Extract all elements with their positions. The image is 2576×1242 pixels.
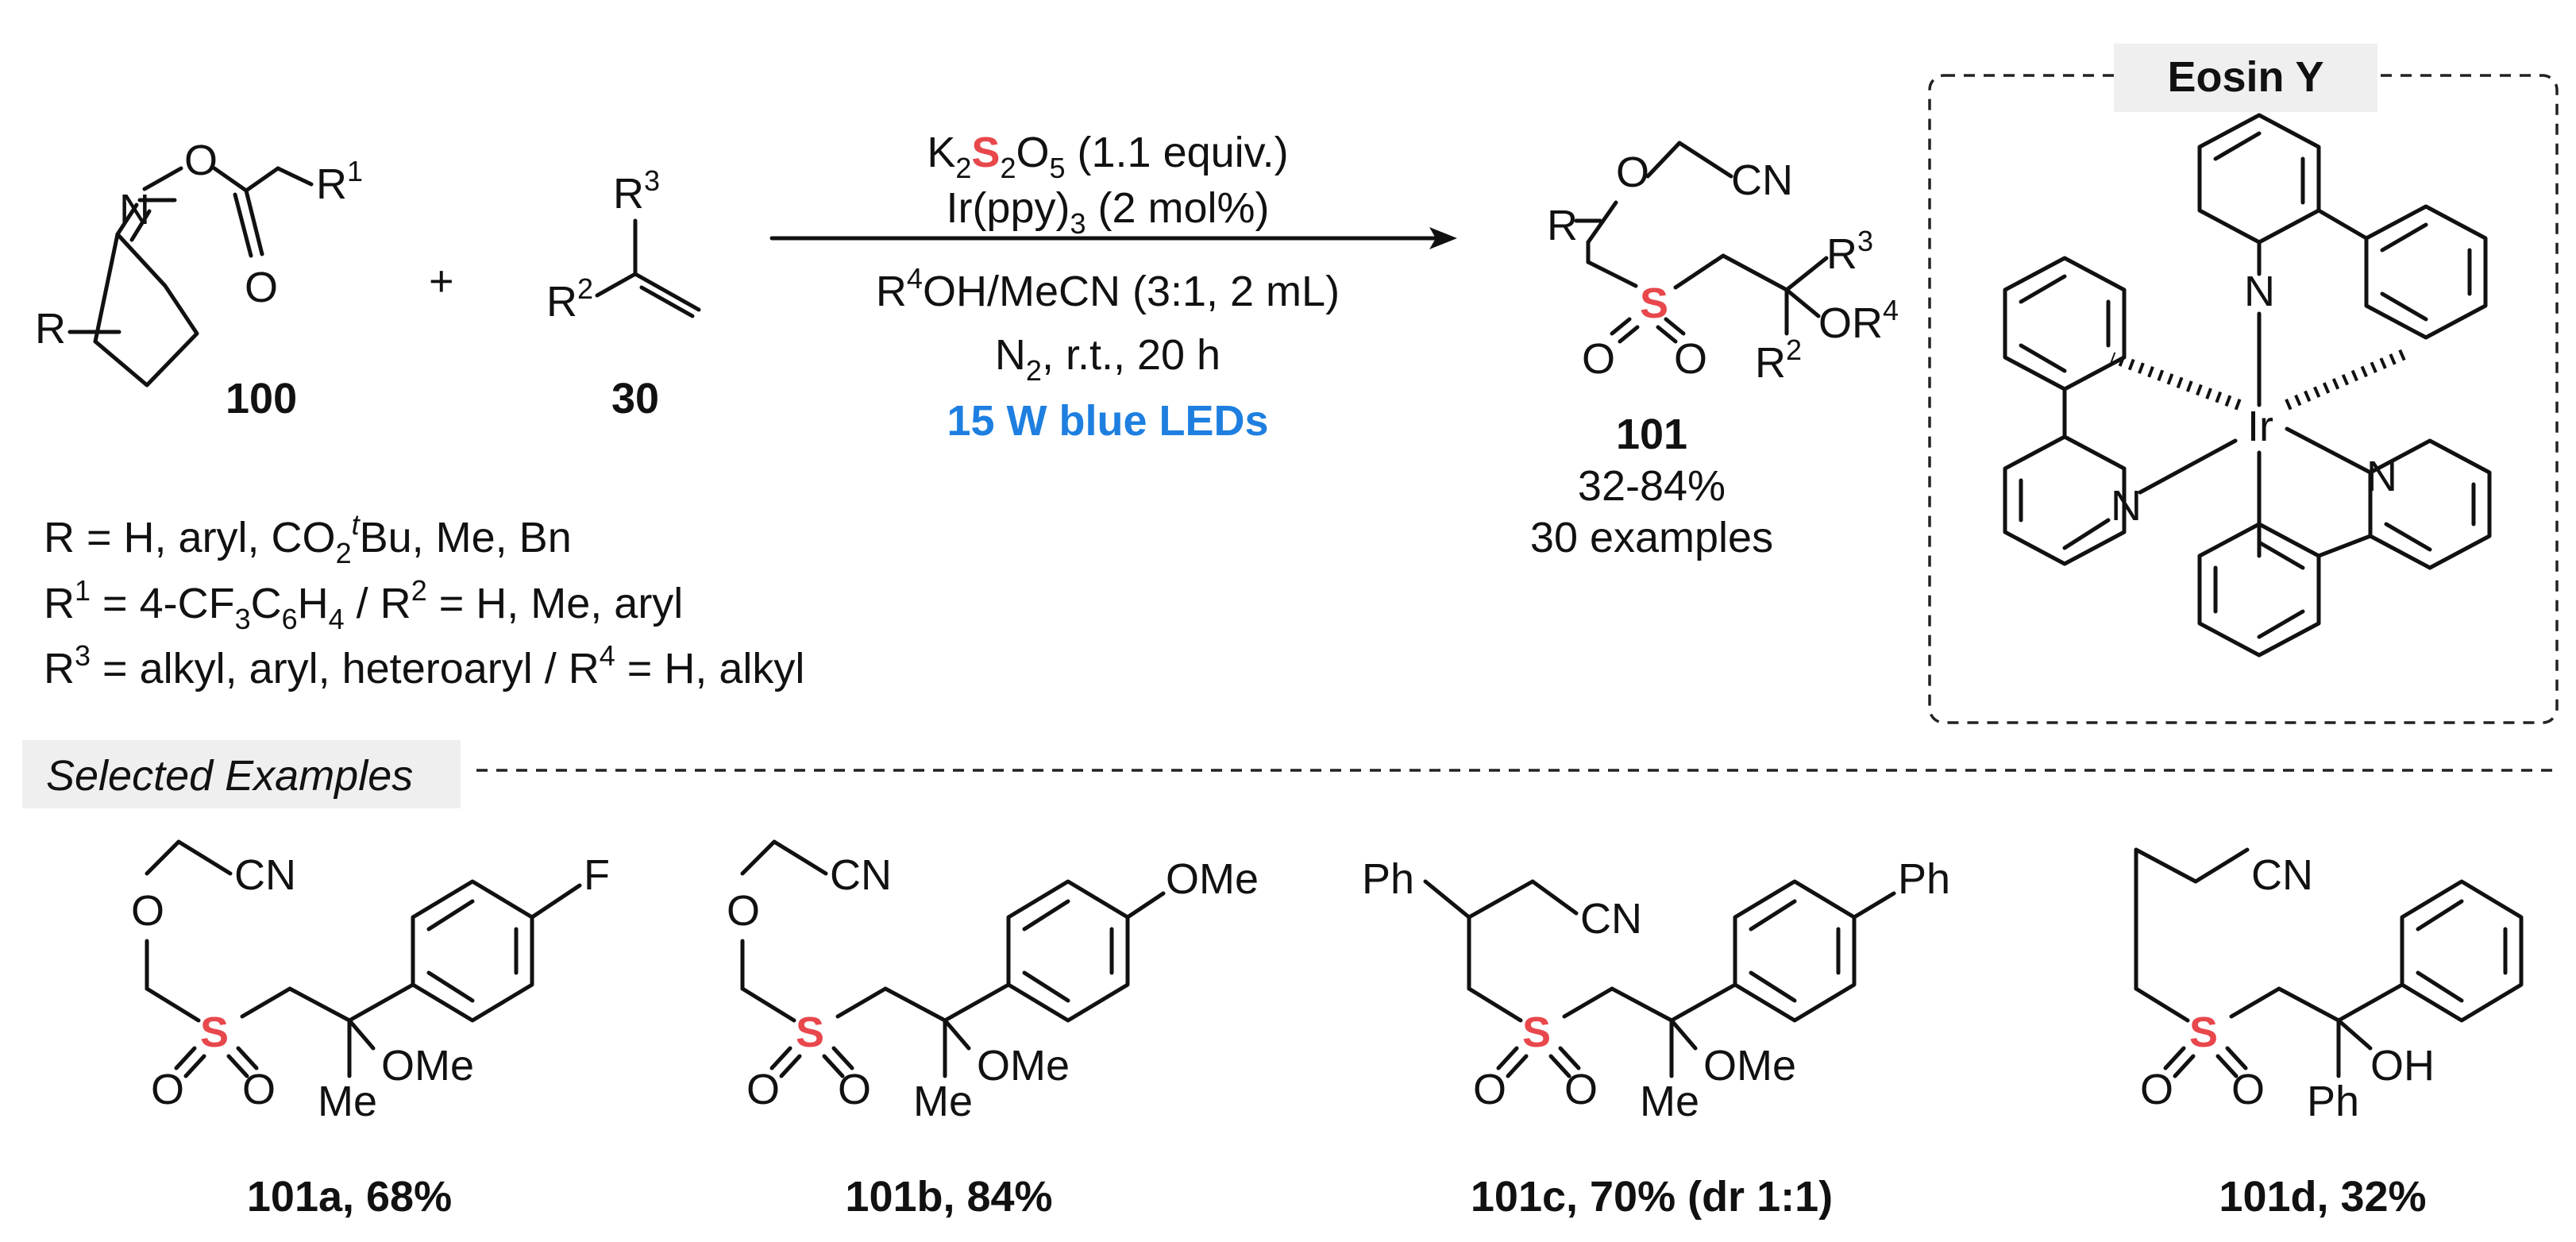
ex-b-S: S — [796, 1009, 824, 1056]
condition-light: 15 W blue LEDs — [947, 397, 1268, 445]
R1-label: R1 — [316, 155, 363, 208]
reactant-30-label: 30 — [611, 375, 659, 422]
ex-a-S: S — [200, 1009, 229, 1056]
ex-c-Ph: Ph — [1362, 855, 1414, 903]
product-O-left: O — [1582, 335, 1615, 383]
product-example-count: 30 examples — [1530, 514, 1773, 561]
product-S: S — [1640, 280, 1668, 327]
ex-a-O-left: O — [151, 1066, 184, 1113]
ex-a-CN: CN — [234, 851, 296, 899]
catalyst-title: Eosin Y — [2167, 53, 2323, 101]
ex-a-O: O — [131, 887, 164, 935]
ex-b-CN: CN — [830, 851, 892, 899]
condition-solvent: R4OH/MeCN (3:1, 2 mL) — [876, 262, 1340, 315]
catalyst-N-left: N — [2111, 482, 2142, 530]
ex-c-Ph-para: Ph — [1898, 855, 1950, 903]
reaction-arrow — [769, 227, 1457, 249]
product-CN: CN — [1731, 156, 1793, 204]
plus-sign: + — [429, 257, 454, 305]
ex-c-caption: 101c, 70% (dr 1:1) — [1471, 1173, 1833, 1221]
product-101: O CN R S O O R3 OR4 R2 101 32-84% 30 exa… — [1530, 141, 1899, 561]
scope-line-2: R1 = 4-CF3C6H4 / R2 = H, Me, aryl — [44, 574, 683, 635]
product-O-right: O — [1674, 335, 1707, 383]
ex-c-O-right: O — [1564, 1066, 1598, 1113]
R2-label: R2 — [546, 272, 593, 326]
ex-a-F: F — [584, 851, 610, 899]
ex-d-O-right: O — [2231, 1066, 2265, 1113]
ex-c-S: S — [1522, 1009, 1551, 1056]
ex-b-OMe: OMe — [977, 1042, 1070, 1090]
ex-c-CN: CN — [1580, 895, 1642, 943]
ex-b-caption: 101b, 84% — [845, 1173, 1052, 1221]
scope-line-1: R = H, aryl, CO2tBu, Me, Bn — [44, 508, 572, 569]
ex-b-O-right: O — [838, 1066, 871, 1113]
carbonyl-O: O — [245, 264, 278, 311]
catalyst-N-right: N — [2366, 453, 2397, 500]
R-label: R — [35, 305, 66, 353]
catalyst-Ir: Ir — [2247, 403, 2273, 450]
ex-d-O-left: O — [2140, 1066, 2173, 1113]
reactant-30: R3 R2 30 — [546, 164, 701, 422]
selected-title-bg — [22, 740, 461, 808]
ex-b-O-left: O — [746, 1066, 780, 1113]
example-101a: O CN S O O OMe Me F 101a, 68% — [131, 839, 610, 1221]
reactant-100-label: 100 — [226, 375, 297, 422]
scope-line-3: R3 = alkyl, aryl, heteroaryl / R4 = H, a… — [44, 639, 804, 692]
catalyst-title-bg — [2114, 44, 2377, 112]
product-R2: R2 — [1755, 334, 1802, 387]
oxime-N: N — [119, 186, 150, 233]
product-yield: 32-84% — [1578, 462, 1726, 510]
ex-c-O-left: O — [1473, 1066, 1506, 1113]
ex-b-OMe-para: OMe — [1166, 855, 1259, 903]
condition-catalyst: Ir(ppy)3 (2 mol%) — [946, 184, 1269, 240]
ex-c-Me: Me — [1640, 1078, 1699, 1125]
ex-b-O: O — [727, 887, 760, 935]
ex-d-caption: 101d, 32% — [2219, 1173, 2426, 1221]
ex-d-CN: CN — [2251, 851, 2313, 899]
ex-a-caption: 101a, 68% — [247, 1173, 452, 1221]
example-101d: CN S O O OH Ph 101d, 32% — [2134, 847, 2524, 1221]
selected-title: Selected Examples — [46, 752, 413, 800]
ex-c-OMe: OMe — [1703, 1042, 1796, 1090]
catalyst-panel: Eosin Y Ir N N N — [1928, 44, 2559, 724]
condition-atmosphere: N2, r.t., 20 h — [995, 331, 1221, 387]
ex-d-Ph: Ph — [2307, 1078, 2359, 1125]
ex-a-Me: Me — [318, 1078, 377, 1125]
ex-a-OMe: OMe — [381, 1042, 474, 1090]
ex-a-O-right: O — [242, 1066, 276, 1113]
product-OR4: OR4 — [1818, 294, 1899, 347]
ex-d-S: S — [2189, 1009, 2218, 1056]
ex-b-Me: Me — [913, 1078, 973, 1125]
example-101b: O CN S O O OMe Me OMe 101b, 84% — [727, 839, 1259, 1221]
ex-d-OH: OH — [2370, 1042, 2435, 1090]
oxime-O: O — [184, 137, 218, 184]
example-101c: Ph CN S O O OMe Me Ph 101c, 70% (dr 1:1) — [1362, 855, 1950, 1221]
product-R3: R3 — [1826, 225, 1873, 278]
reactant-100: N O O R1 R 100 — [35, 137, 363, 422]
product-label: 101 — [1616, 411, 1687, 458]
product-R: R — [1547, 202, 1578, 249]
R3-label: R3 — [613, 164, 660, 218]
product-ether-O: O — [1616, 148, 1649, 196]
condition-reagent: K2S2O5 (1.1 equiv.) — [927, 129, 1288, 184]
